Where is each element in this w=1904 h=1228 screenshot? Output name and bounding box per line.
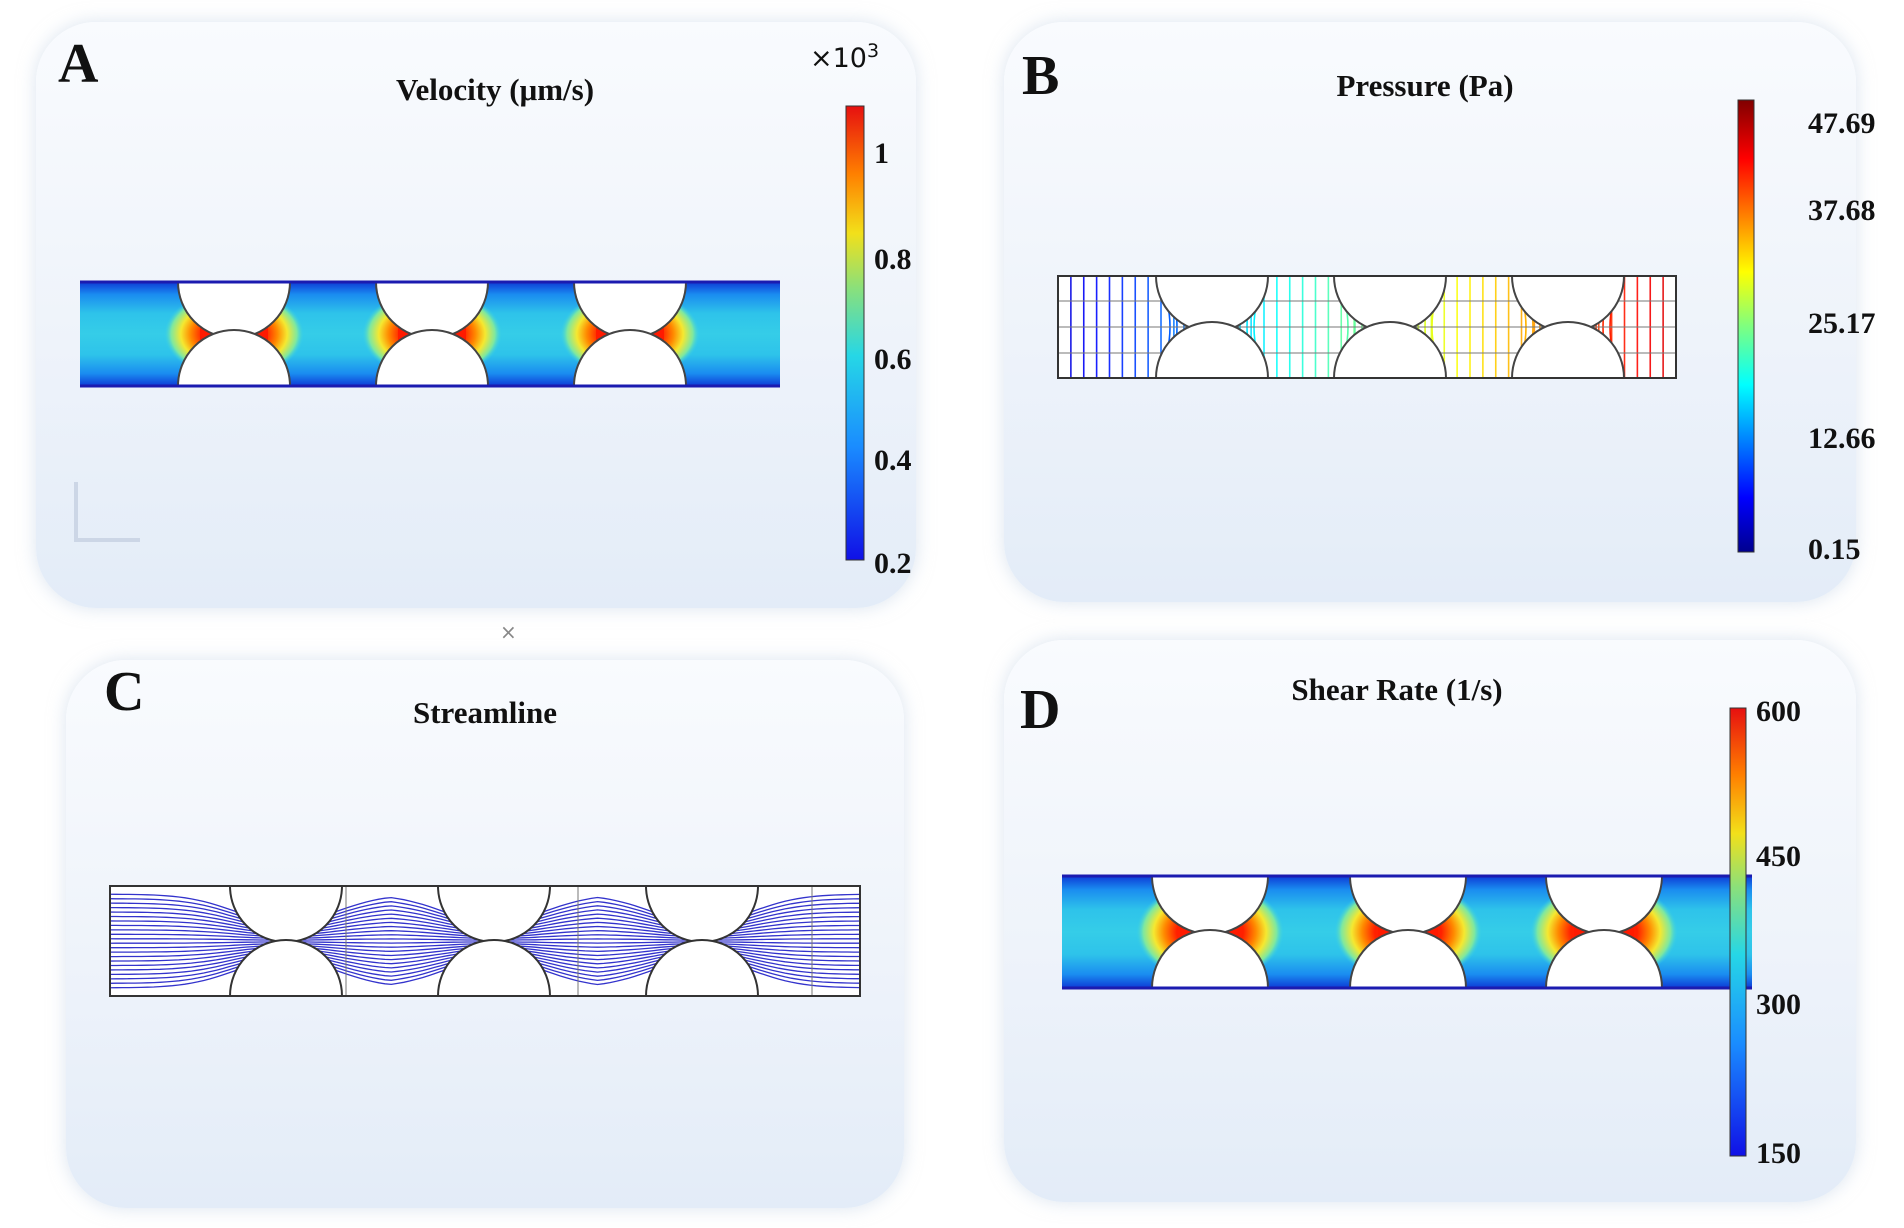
panel-letter-b: B (1022, 45, 1060, 107)
streamline-plot (109, 885, 861, 997)
velocity-multiplier: ×103 (810, 40, 880, 74)
panel-letter-d: D (1020, 679, 1061, 741)
pressure-obstacle-bottom-bump-2 (1332, 321, 1448, 379)
velocity-plot (74, 105, 865, 561)
velocity-obstacle-bottom-bump-2 (374, 329, 490, 387)
stray-mark: × (500, 620, 517, 644)
pressure-tick-1: 47.69 (1808, 107, 1876, 140)
pressure-tick-2: 37.68 (1808, 194, 1876, 227)
pressure-tick-3: 25.17 (1808, 307, 1876, 340)
velocity-tick-2: 0.8 (874, 243, 912, 276)
shear-tick-4: 150 (1756, 1137, 1801, 1170)
velocity-tick-5: 0.2 (874, 547, 912, 580)
axis-ghost-mark (74, 482, 140, 542)
streamline-obstacle-bottom-bump-2 (436, 939, 552, 997)
velocity-tick-3: 0.6 (874, 343, 912, 376)
streamline-channel-outline (109, 885, 861, 997)
shear-tick-3: 300 (1756, 988, 1801, 1021)
pressure-title: Pressure (Pa) (1336, 68, 1514, 103)
pressure-tick-5: 0.15 (1808, 533, 1861, 566)
panel-letter-c: C (104, 661, 145, 723)
streamline-obstacle-bottom-bump-3 (644, 939, 760, 997)
velocity-tick-1: 1 (874, 137, 889, 170)
shear-tick-1: 600 (1756, 695, 1801, 728)
streamline-title: Streamline (412, 695, 558, 730)
pressure-channel-outline (1057, 275, 1677, 379)
pressure-plot (1057, 99, 1755, 553)
velocity-title: Velocity (μm/s) (395, 72, 595, 107)
shear-tick-2: 450 (1756, 840, 1801, 873)
pressure-obstacle-bottom-bump-1 (1154, 321, 1270, 379)
panel-letter-a: A (58, 33, 99, 95)
pressure-colorbar (1737, 99, 1755, 553)
shear-rate-title: Shear Rate (1/s) (1291, 672, 1503, 707)
velocity-obstacle-bottom-bump-3 (572, 329, 688, 387)
velocity-obstacle-bottom-bump-1 (176, 329, 292, 387)
velocity-colorbar (845, 105, 865, 561)
shear-colorbar (1729, 707, 1747, 1157)
shear-rate-plot (1062, 707, 1752, 1157)
shear-obstacle-bottom-bump-2 (1348, 929, 1468, 989)
pressure-obstacle-bottom-bump-3 (1510, 321, 1626, 379)
shear-obstacle-bottom-bump-1 (1150, 929, 1270, 989)
streamline-obstacle-bottom-bump-1 (228, 939, 344, 997)
pressure-tick-4: 12.66 (1808, 422, 1876, 455)
velocity-tick-4: 0.4 (874, 444, 912, 477)
shear-obstacle-bottom-bump-3 (1544, 929, 1664, 989)
